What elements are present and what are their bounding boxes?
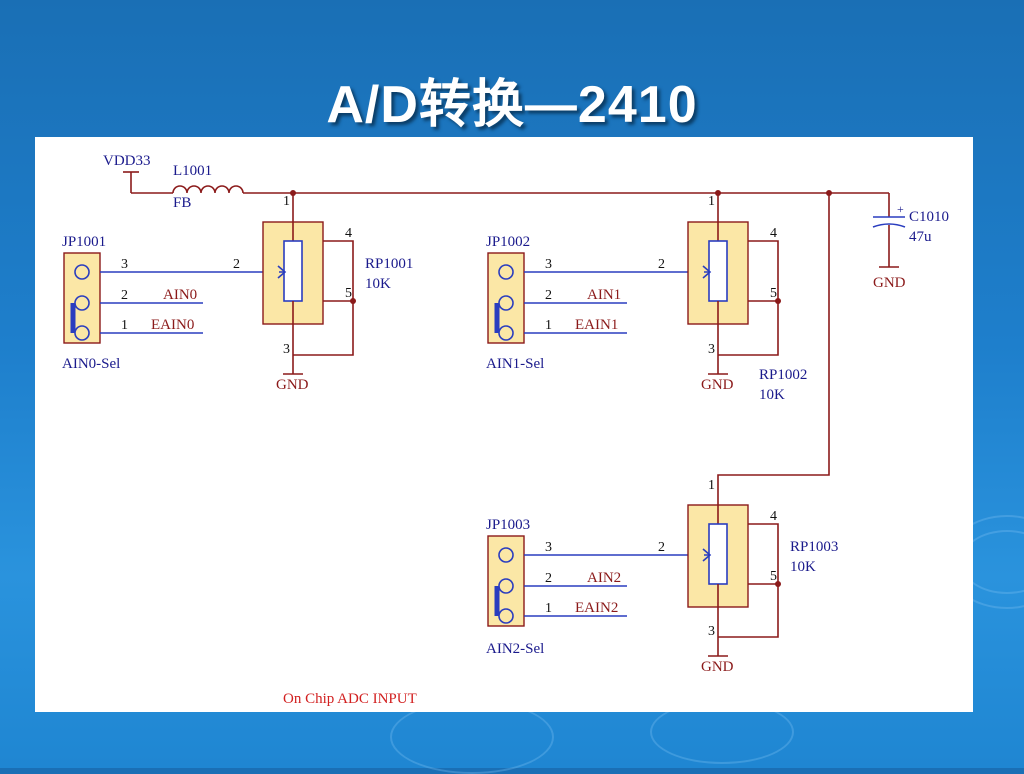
- svg-text:AIN1: AIN1: [587, 287, 621, 303]
- svg-text:5: 5: [770, 569, 777, 584]
- adc-schematic: VDD33 L1001 FB + C1010 47u GND JP1001 AI…: [62, 153, 949, 707]
- svg-text:JP1002: JP1002: [486, 234, 530, 250]
- svg-text:1: 1: [283, 194, 290, 209]
- svg-text:JP1001: JP1001: [62, 234, 106, 250]
- svg-text:4: 4: [770, 509, 777, 524]
- svg-text:JP1003: JP1003: [486, 517, 530, 533]
- slide-title: A/D转换—2410: [326, 76, 698, 134]
- svg-text:2: 2: [121, 288, 128, 303]
- svg-text:10K: 10K: [790, 559, 816, 575]
- svg-text:AIN0-Sel: AIN0-Sel: [62, 356, 120, 372]
- svg-text:AIN2: AIN2: [587, 570, 621, 586]
- svg-text:3: 3: [121, 257, 128, 272]
- svg-text:4: 4: [770, 226, 777, 241]
- svg-text:RP1001: RP1001: [365, 256, 413, 272]
- svg-text:3: 3: [708, 624, 715, 639]
- svg-text:1: 1: [545, 601, 552, 616]
- svg-text:RP1002: RP1002: [759, 367, 807, 383]
- svg-text:2: 2: [658, 540, 665, 555]
- capacitor-value: 47u: [909, 229, 932, 245]
- svg-text:3: 3: [283, 342, 290, 357]
- pot-rp1001: GND 1 4 5 3 RP1001 10K: [262, 193, 413, 393]
- svg-text:GND: GND: [701, 659, 734, 675]
- svg-text:1: 1: [545, 318, 552, 333]
- svg-text:10K: 10K: [365, 276, 391, 292]
- gnd-label: GND: [873, 275, 906, 291]
- svg-text:3: 3: [545, 540, 552, 555]
- svg-text:2: 2: [233, 257, 240, 272]
- svg-text:GND: GND: [276, 377, 309, 393]
- svg-text:EAIN2: EAIN2: [575, 600, 618, 616]
- footer-caption: On Chip ADC INPUT: [283, 691, 417, 707]
- svg-text:+: +: [897, 202, 904, 216]
- svg-text:2: 2: [658, 257, 665, 272]
- inductor-l1001: L1001 FB: [172, 163, 244, 211]
- vdd-label: VDD33: [103, 153, 151, 169]
- svg-text:2: 2: [545, 571, 552, 586]
- rp1003-supply-wire: [717, 193, 830, 505]
- svg-text:5: 5: [345, 286, 352, 301]
- svg-text:AIN2-Sel: AIN2-Sel: [486, 641, 544, 657]
- jumper-jp1003: JP1003 AIN2-Sel 3 2 1 2 AIN2 EAIN2: [486, 517, 704, 657]
- inductor-ref: L1001: [173, 163, 212, 179]
- svg-text:EAIN1: EAIN1: [575, 317, 618, 333]
- svg-text:5: 5: [770, 286, 777, 301]
- jumper-jp1001: JP1001 AIN0-Sel 3 2 1 2 AIN0 EAIN0: [62, 234, 279, 372]
- vdd-supply: VDD33: [103, 153, 173, 194]
- pot-rp1003: GND 1 4 5 3 RP1003 10K: [687, 478, 838, 675]
- svg-text:EAIN0: EAIN0: [151, 317, 194, 333]
- svg-text:GND: GND: [701, 377, 734, 393]
- svg-text:10K: 10K: [759, 387, 785, 403]
- pot-rp1002: GND 1 4 5 3 RP1002 10K: [687, 193, 807, 403]
- svg-text:3: 3: [545, 257, 552, 272]
- svg-text:RP1003: RP1003: [790, 539, 838, 555]
- svg-text:AIN1-Sel: AIN1-Sel: [486, 356, 544, 372]
- svg-text:1: 1: [708, 194, 715, 209]
- svg-text:3: 3: [708, 342, 715, 357]
- svg-text:2: 2: [545, 288, 552, 303]
- svg-text:AIN0: AIN0: [163, 287, 197, 303]
- schematic-panel: VDD33 L1001 FB + C1010 47u GND JP1001 AI…: [35, 137, 973, 712]
- inductor-type: FB: [173, 195, 191, 211]
- svg-text:1: 1: [121, 318, 128, 333]
- svg-text:4: 4: [345, 226, 352, 241]
- capacitor-ref: C1010: [909, 209, 949, 225]
- jumper-jp1002: JP1002 AIN1-Sel 3 2 1 2 AIN1 EAIN1: [486, 234, 704, 372]
- capacitor-c1010: + C1010 47u GND: [872, 193, 949, 291]
- svg-text:1: 1: [708, 478, 715, 493]
